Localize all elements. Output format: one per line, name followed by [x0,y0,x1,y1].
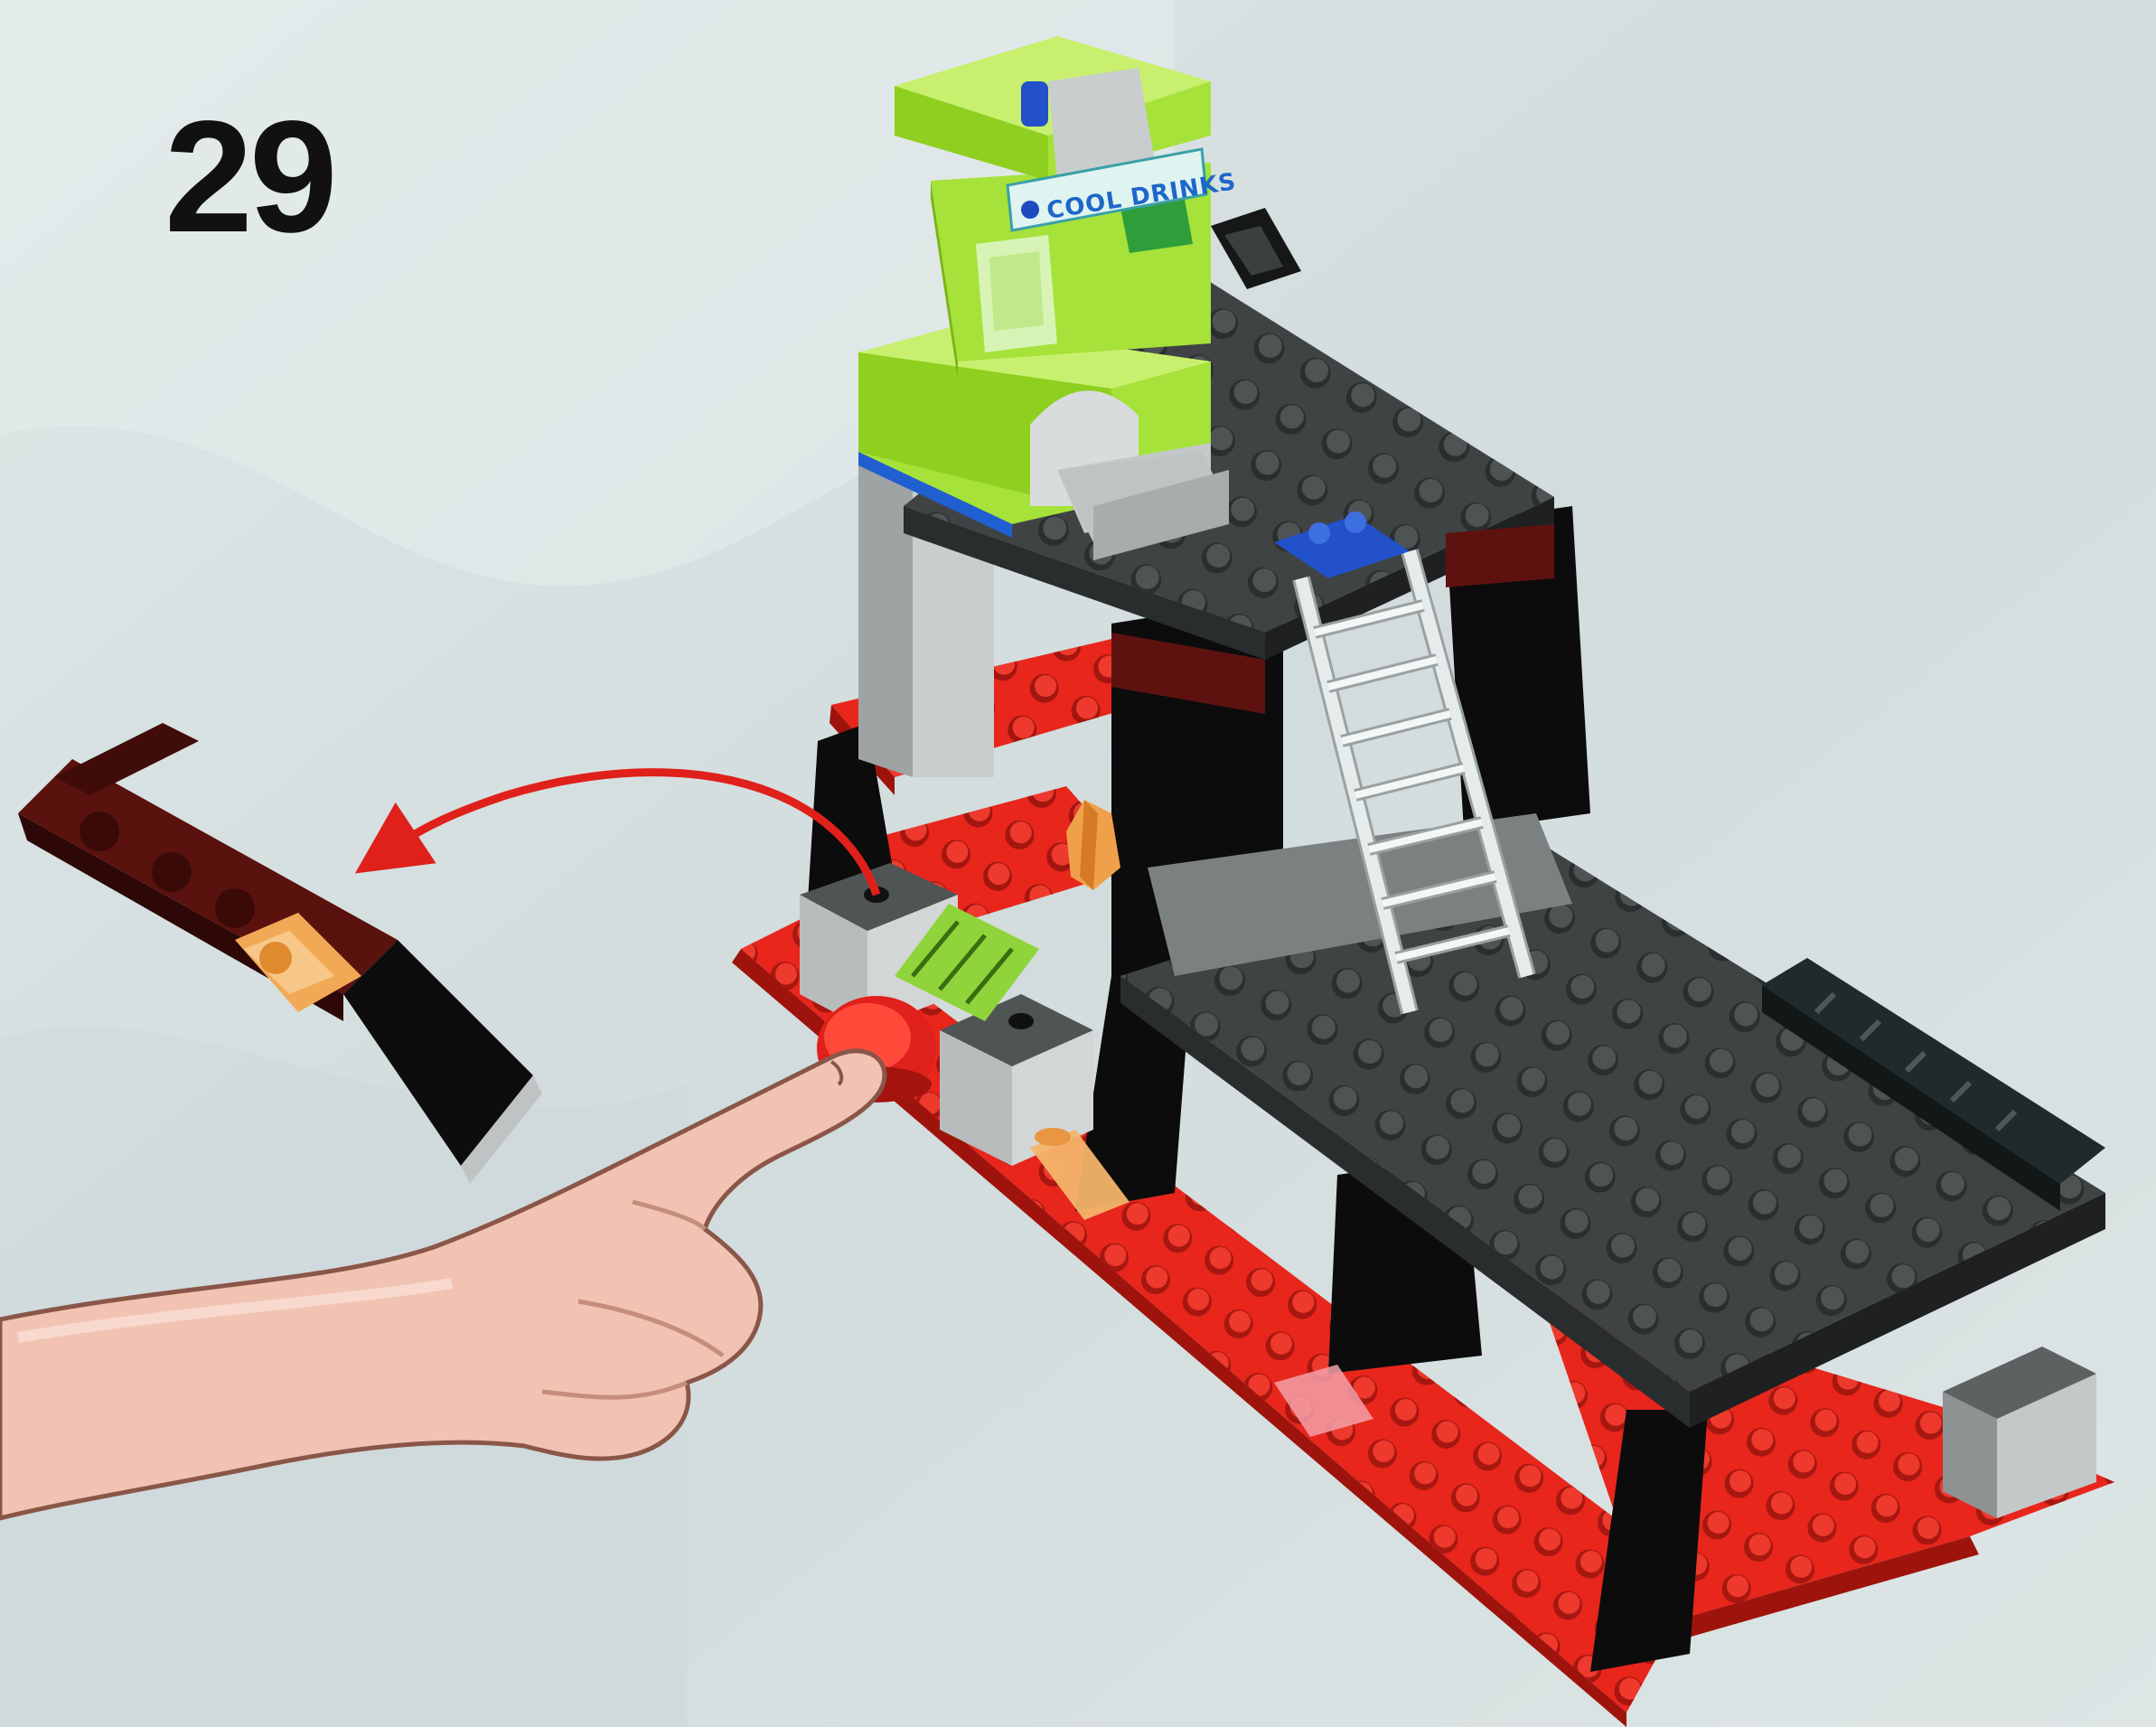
step-number: 29 [164,98,334,257]
